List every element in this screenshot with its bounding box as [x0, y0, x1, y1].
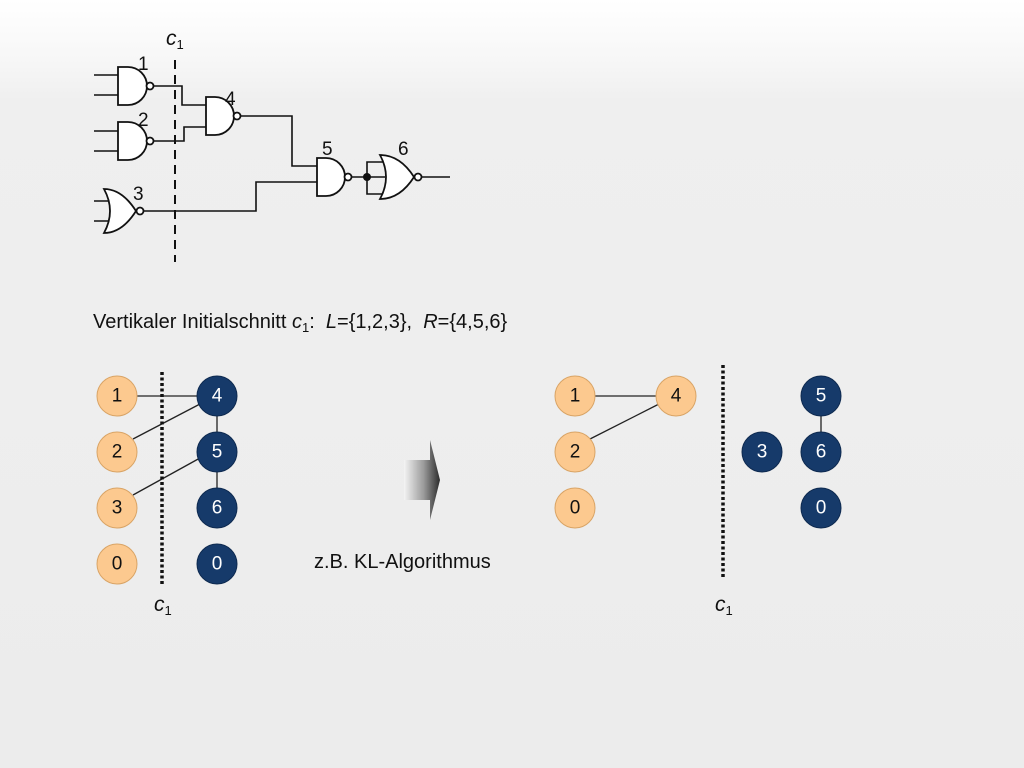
node-left-2: 2: [96, 431, 138, 473]
svg-text:5: 5: [816, 386, 827, 407]
node-r-left-2: 2: [554, 431, 596, 473]
node-right-4: 4: [196, 375, 238, 417]
svg-text:5: 5: [212, 442, 223, 463]
wire-1-to-4: [153, 85, 206, 106]
gate-label-5: 5: [322, 139, 333, 160]
svg-text:0: 0: [112, 554, 123, 575]
wire-4-to-5: [240, 115, 317, 167]
gate-label-1: 1: [138, 54, 149, 75]
gate-1-inputs: [94, 74, 118, 96]
transform-arrow-icon: [404, 440, 440, 520]
node-r-left-0: 0: [554, 487, 596, 529]
svg-text:1: 1: [112, 386, 123, 407]
edge-r-2-4: [589, 403, 660, 440]
junction-dot: [363, 173, 371, 181]
svg-text:0: 0: [570, 498, 581, 519]
kl-algorithm-note: z.B. KL-Algorithmus: [314, 551, 491, 573]
svg-text:0: 0: [816, 498, 827, 519]
gate-6-nor: [378, 154, 423, 200]
node-left-3: 3: [96, 487, 138, 529]
svg-text:3: 3: [757, 442, 768, 463]
svg-text:3: 3: [112, 498, 123, 519]
node-right-5: 5: [196, 431, 238, 473]
svg-text:4: 4: [212, 386, 223, 407]
gate-5-nand: [316, 157, 353, 197]
gate-1-nand: [117, 66, 155, 106]
svg-text:1: 1: [570, 386, 581, 407]
node-r-left-4: 4: [655, 375, 697, 417]
node-left-1: 1: [96, 375, 138, 417]
node-right-0: 0: [196, 543, 238, 585]
gate-label-2: 2: [138, 110, 149, 131]
caption-initial-cut: Vertikaler Initialschnitt c1: L={1,2,3},…: [93, 311, 508, 335]
edge-2-4: [132, 403, 201, 440]
svg-text:4: 4: [671, 386, 682, 407]
node-r-right-5: 5: [800, 375, 842, 417]
edge-3-5: [132, 457, 201, 496]
node-right-6: 6: [196, 487, 238, 529]
gate-2-inputs: [94, 130, 118, 152]
improved-partition-graph: 1 4 2 0 5 3 6 0 c1: [554, 365, 842, 618]
node-r-left-1: 1: [554, 375, 596, 417]
gate-4-nand: [205, 96, 242, 136]
cut-label-circuit: c1: [166, 27, 184, 52]
cut-label-right: c1: [715, 593, 733, 618]
node-left-0: 0: [96, 543, 138, 585]
gate-label-6: 6: [398, 139, 409, 160]
svg-text:6: 6: [212, 498, 223, 519]
node-r-right-0: 0: [800, 487, 842, 529]
logic-circuit: 1 2 3 4 5 6 c1: [94, 27, 450, 262]
svg-text:6: 6: [816, 442, 827, 463]
gate-label-4: 4: [225, 89, 236, 110]
node-r-right-3: 3: [741, 431, 783, 473]
node-r-right-6: 6: [800, 431, 842, 473]
wire-3-to-5: [143, 181, 317, 212]
svg-text:2: 2: [112, 442, 123, 463]
svg-text:2: 2: [570, 442, 581, 463]
gate-label-3: 3: [133, 184, 144, 205]
wire-2-to-4: [153, 126, 206, 142]
initial-partition-graph: 1 2 3 0 4 5 6 0 c1: [96, 372, 238, 618]
svg-text:0: 0: [212, 554, 223, 575]
cut-label-left: c1: [154, 593, 172, 618]
